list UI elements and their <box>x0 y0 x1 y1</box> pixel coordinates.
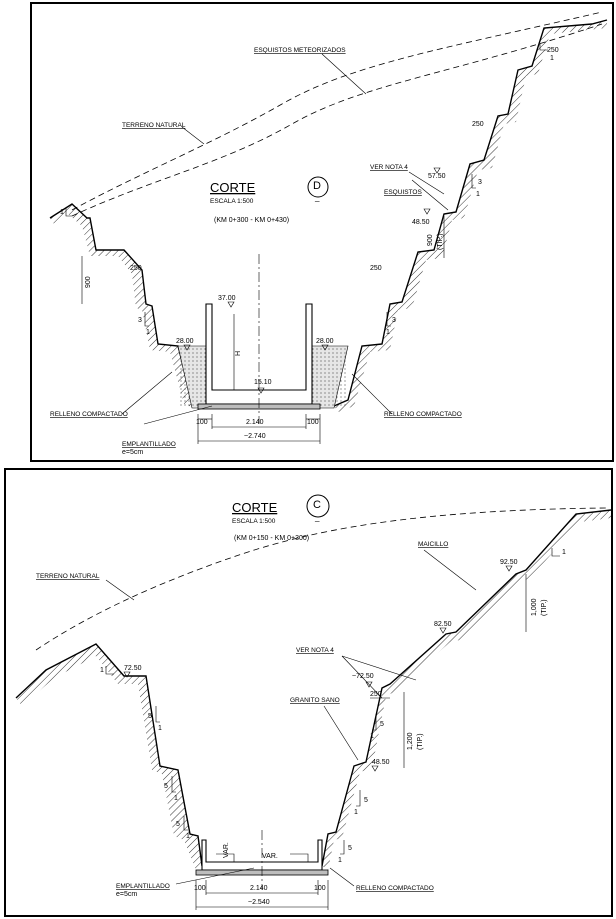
label-emplantillado: EMPLANTILLADO <box>116 883 170 890</box>
slope-h-3: 1 <box>186 833 190 840</box>
slope-top-right: 1 <box>562 549 566 556</box>
dim-foot-right: 100 <box>307 419 319 426</box>
dim-bottom-width: 2.140 <box>250 885 268 892</box>
label-terreno-natural: TERRENO NATURAL <box>36 573 100 580</box>
terreno-natural-line <box>71 11 603 211</box>
elev-48: 48.50 <box>412 219 430 226</box>
section-letter-sub: _ <box>314 513 320 522</box>
dim-berm-right-mid: 250 <box>472 121 484 128</box>
elev-72-right: ~72.50 <box>352 673 374 680</box>
dim-foot-left: 100 <box>194 885 206 892</box>
section-d-drawing: CORTE D _ ESCALA 1:500 (KM 0+300 - KM 0+… <box>49 11 608 456</box>
slope-h-5: 1 <box>354 809 358 816</box>
label-emplantillado-e: e=5cm <box>122 449 143 456</box>
dim-foot-left: 100 <box>196 419 208 426</box>
slope-v-2: 5 <box>164 783 168 790</box>
dim-berm-left: 250 <box>130 265 142 272</box>
slope-h-6: 1 <box>338 857 342 864</box>
section-scale: ESCALA 1:500 <box>232 518 276 525</box>
slope-top-right: 1 <box>550 55 554 62</box>
slope-v-1: 5 <box>148 713 152 720</box>
slope-v-5: 5 <box>364 797 368 804</box>
dim-var-center: VAR. <box>262 853 278 860</box>
dim-bottom-width: 2.140 <box>246 419 264 426</box>
dim-total-width: ~2.540 <box>248 899 270 906</box>
section-letter: C <box>313 499 321 511</box>
label-esquistos: ESQUISTOS <box>384 189 422 196</box>
section-scale: ESCALA 1:500 <box>210 198 254 205</box>
slope-top-left: 1 <box>100 667 104 674</box>
right-ground-profile <box>321 509 611 867</box>
label-relleno-right: RELLENO COMPACTADO <box>384 411 462 418</box>
slope-h-1: 1 <box>158 725 162 732</box>
left-ground-hatch <box>16 644 202 870</box>
section-km-range: (KM 0+150 - KM 0+300) <box>234 535 309 542</box>
dim-height-right: 900 <box>427 234 434 246</box>
slope-h-left: 1 <box>146 329 150 336</box>
slope-top-left: 1 <box>60 209 64 216</box>
dim-height-left: 900 <box>85 276 92 288</box>
slope-v-right-upper: 3 <box>478 179 482 186</box>
section-title: CORTE <box>232 500 278 515</box>
label-granito-sano: GRANITO SANO <box>290 697 340 704</box>
elev-28-left: 28.00 <box>176 338 194 345</box>
section-letter-circle <box>306 494 330 518</box>
section-letter: D <box>313 180 321 192</box>
dim-height-right-tip: (TIP.) <box>437 233 444 250</box>
dim-foot-right: 100 <box>314 885 326 892</box>
dim-height-lower: 1,200 <box>407 732 414 750</box>
slope-v-left: 3 <box>138 317 142 324</box>
elev-82: 82.50 <box>434 621 452 628</box>
label-terreno-natural: TERRENO NATURAL <box>122 122 186 129</box>
section-d-panel: CORTE D _ ESCALA 1:500 (KM 0+300 - KM 0+… <box>30 2 614 462</box>
label-ver-nota: VER NOTA 4 <box>296 647 334 654</box>
right-ground-hatch <box>322 510 611 870</box>
slope-v-6: 5 <box>348 845 352 852</box>
dim-height-upper: 1,000 <box>531 598 538 616</box>
label-maicillo: MAICILLO <box>418 541 448 548</box>
label-emplantillado: EMPLANTILLADO <box>122 441 176 448</box>
elev-92: 92.50 <box>500 559 518 566</box>
slope-v-4: 5 <box>380 721 384 728</box>
elev-37: 37.00 <box>218 295 236 302</box>
section-title: CORTE <box>210 180 256 195</box>
elev-15: 15.10 <box>254 379 272 386</box>
dim-berm-right-low: 250 <box>370 265 382 272</box>
label-ver-nota: VER NOTA 4 <box>370 164 408 171</box>
channel-left-wall <box>216 853 235 862</box>
slope-v-right: 3 <box>392 317 396 324</box>
slope-h-right-upper: 1 <box>476 191 480 198</box>
dim-berm-top: 250 <box>547 47 559 54</box>
section-c-panel: CORTE C _ ESCALA 1:500 (KM 0+150 - KM 0+… <box>4 468 613 917</box>
esquistos-meteorizados-line <box>71 23 603 217</box>
dim-h-channel: H <box>235 351 242 356</box>
dim-height-lower-tip: (TIP.) <box>417 733 424 750</box>
slope-v-3: 5 <box>176 821 180 828</box>
section-letter-sub: _ <box>314 193 320 202</box>
terreno-natural-line <box>35 507 607 651</box>
elev-72-left: 72.50 <box>124 665 142 672</box>
dim-height-upper-tip: (TIP.) <box>541 599 548 616</box>
section-letter-circle <box>307 176 329 198</box>
slope-h-right: 1 <box>386 329 390 336</box>
elev-48: 48.50 <box>372 759 390 766</box>
section-km-range: (KM 0+300 - KM 0+430) <box>214 217 289 224</box>
label-relleno-left: RELLENO COMPACTADO <box>50 411 128 418</box>
slope-h-2: 1 <box>174 795 178 802</box>
right-ground-hatch <box>334 20 607 412</box>
slope-h-4: 1 <box>370 733 374 740</box>
label-emplantillado-e: e=5cm <box>116 891 137 898</box>
dim-berm: 250 <box>370 691 382 698</box>
label-relleno: RELLENO COMPACTADO <box>356 885 434 892</box>
dim-var-left: VAR. <box>223 842 230 858</box>
label-esquistos-meteorizados: ESQUISTOS METEORIZADOS <box>254 47 346 54</box>
elev-57: 57.50 <box>428 173 446 180</box>
dim-total-width: ~2.740 <box>244 433 266 440</box>
channel-right-wall <box>290 853 309 862</box>
section-c-drawing: CORTE C _ ESCALA 1:500 (KM 0+150 - KM 0+… <box>15 494 611 910</box>
elev-28-right: 28.00 <box>316 338 334 345</box>
